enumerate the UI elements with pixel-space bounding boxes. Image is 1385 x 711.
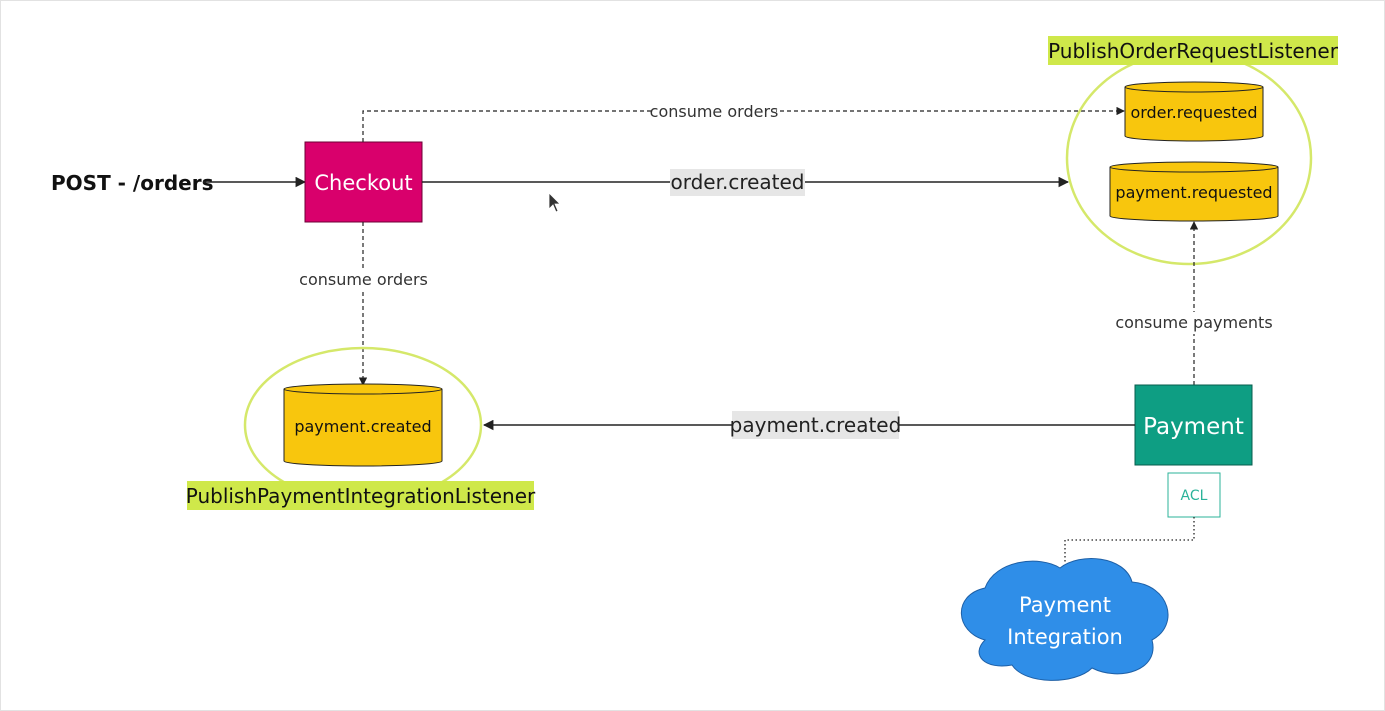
payment-integration-listener-label[interactable]: PublishPaymentIntegrationListener [186, 484, 536, 508]
order-created-label-bg [670, 169, 805, 196]
payment-created-topic[interactable]: payment.created [283, 383, 443, 467]
order-requested-label: order.requested [1130, 103, 1257, 122]
payment-integration-line2: Integration [1007, 625, 1123, 649]
checkout-box[interactable] [304, 141, 423, 223]
acl-label: ACL [1181, 488, 1208, 504]
consume-orders-top-label-bg [652, 101, 776, 121]
payment-integration-listener-highlight [187, 481, 534, 510]
checkout-service[interactable]: Checkout [304, 141, 423, 223]
payment-requested-topic[interactable]: payment.requested [1109, 161, 1279, 222]
consume-orders-top-edge[interactable] [362, 106, 1125, 142]
payment-requested-label: payment.requested [1115, 183, 1272, 202]
mouse-cursor-icon [548, 192, 561, 213]
payment-service[interactable]: Payment [1134, 384, 1253, 466]
order-request-listener-highlight [1048, 36, 1338, 65]
payment-created-topic-label: payment.created [294, 417, 431, 436]
consume-orders-top-label: consume orders [650, 102, 779, 121]
payment-created-label-bg [732, 411, 899, 439]
consume-orders-down-label: consume orders [299, 270, 428, 289]
consume-payments-label: consume payments [1115, 313, 1272, 332]
checkout-label: Checkout [314, 171, 412, 195]
payment-integration-cloud[interactable]: Payment Integration [960, 558, 1169, 681]
order-request-listener-label[interactable]: PublishOrderRequestListener [1048, 39, 1339, 63]
payment-created-edge-label: payment.created [730, 413, 902, 437]
payment-label: Payment [1143, 414, 1244, 440]
consume-orders-down-label-bg [300, 268, 427, 290]
order-requested-topic[interactable]: order.requested [1124, 81, 1264, 142]
payment-integration-line1: Payment [1019, 593, 1111, 617]
acl-box[interactable]: ACL [1167, 472, 1221, 518]
consume-payments-label-bg [1118, 312, 1270, 334]
entry-endpoint-label[interactable]: POST - /orders [51, 171, 214, 195]
order-created-label: order.created [670, 170, 804, 194]
acl-connector [1064, 517, 1195, 562]
